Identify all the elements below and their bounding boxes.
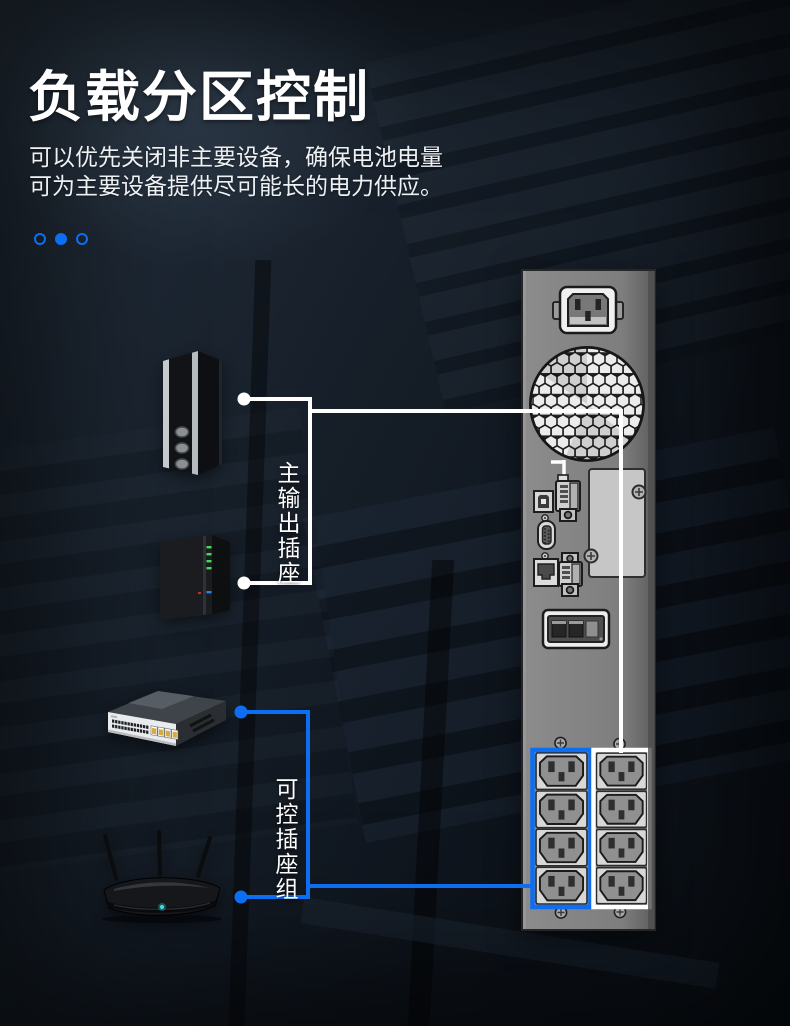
usb-b-port	[533, 490, 554, 513]
outlet-c13	[535, 828, 588, 867]
ups-rear-panel	[521, 269, 656, 931]
main-output-label: 主输出插座	[274, 461, 300, 586]
latch-connector	[558, 552, 583, 597]
controlled-outlet-group	[530, 747, 593, 910]
carousel-dot-2[interactable]	[55, 233, 67, 245]
tower-button	[174, 458, 190, 470]
outlet-c13	[535, 752, 588, 791]
battery-connector	[541, 608, 611, 650]
outlet-c13	[595, 866, 648, 905]
carousel-dot-3[interactable]	[76, 233, 88, 245]
switch-ports	[111, 715, 179, 740]
outlet-c13	[595, 752, 648, 791]
controlled-group-label: 可控插座组	[272, 777, 298, 902]
rj45-network-port	[533, 558, 559, 587]
tower-button	[174, 426, 190, 438]
outlet-c13	[535, 790, 588, 829]
nas-status-leds	[198, 546, 212, 594]
wireless-router	[102, 830, 222, 923]
cooling-fan	[529, 346, 645, 462]
network-switch	[108, 691, 226, 746]
db9-serial-port	[537, 520, 556, 550]
carousel-dots	[34, 233, 88, 245]
page-title: 负载分区控制	[28, 66, 371, 128]
router-power-led	[159, 904, 165, 910]
outlet-c13	[595, 828, 648, 867]
expansion-slot-cover	[583, 468, 647, 578]
ac-inlet	[552, 285, 624, 335]
tower-button	[174, 442, 190, 454]
page-description: 可以优先关闭非主要设备，确保电池电量 可为主要设备提供尽可能长的电力供应。	[29, 143, 443, 201]
outlet-c13	[535, 866, 588, 905]
panel-screw	[554, 736, 567, 750]
nas-storage	[160, 535, 230, 620]
carousel-dot-1[interactable]	[34, 233, 46, 245]
description-line-2: 可为主要设备提供尽可能长的电力供应。	[29, 173, 443, 199]
outlet-c13	[595, 790, 648, 829]
tower-server	[163, 351, 222, 475]
description-line-1: 可以优先关闭非主要设备，确保电池电量	[29, 144, 443, 170]
router-antennas	[103, 830, 212, 880]
